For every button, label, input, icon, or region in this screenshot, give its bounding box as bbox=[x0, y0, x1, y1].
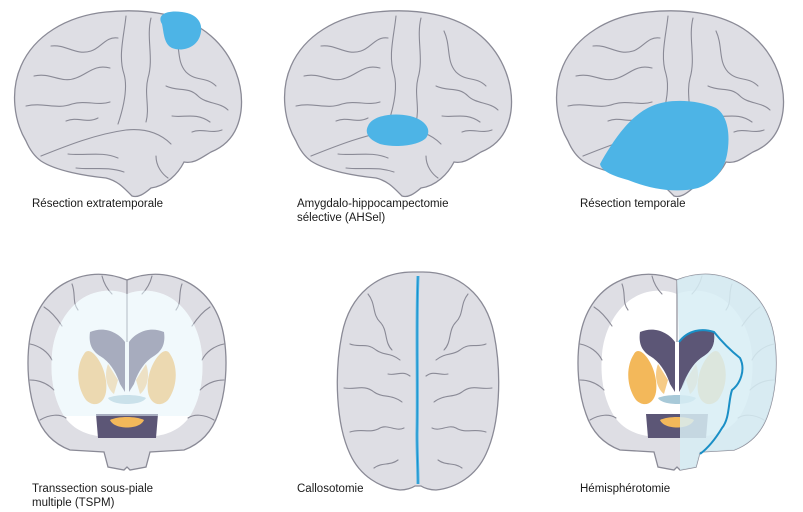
coronal-brain-icon bbox=[12, 262, 244, 474]
caption-temporal: Résection temporale bbox=[580, 197, 685, 211]
panel-temporal bbox=[548, 6, 802, 202]
coronal-brain-icon bbox=[562, 262, 794, 474]
tspm-tint-area bbox=[52, 291, 203, 416]
caption-tspm: Transsection sous-piale multiple (TSPM) bbox=[32, 482, 153, 510]
caption-hemispherotomy: Hémisphérotomie bbox=[580, 482, 670, 496]
caption-ahsel: Amygdalo-hippocampectomie sélective (AHS… bbox=[297, 197, 449, 225]
lateral-brain-icon bbox=[6, 6, 260, 202]
lateral-brain-icon bbox=[276, 6, 530, 202]
lateral-brain-icon bbox=[548, 6, 802, 202]
panel-ahsel bbox=[276, 6, 530, 202]
panel-tspm bbox=[12, 262, 244, 474]
caption-callosotomy: Callosotomie bbox=[297, 482, 363, 496]
hemispherotomy-area bbox=[677, 274, 776, 470]
panel-extratemporal bbox=[6, 6, 260, 202]
axial-brain-icon bbox=[318, 264, 518, 496]
panel-callosotomy bbox=[318, 264, 518, 496]
panel-hemispherotomy bbox=[562, 262, 794, 474]
caption-extratemporal: Résection extratemporale bbox=[32, 197, 163, 211]
